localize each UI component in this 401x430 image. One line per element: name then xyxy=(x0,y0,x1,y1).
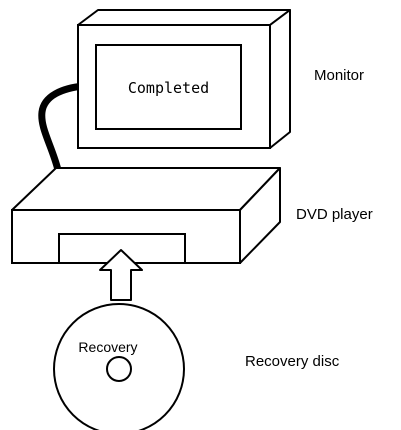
monitor-label: Monitor xyxy=(314,67,364,84)
recovery-disc: Recovery xyxy=(53,303,185,430)
recovery-disc-label: Recovery disc xyxy=(245,353,340,370)
dvd-player-top xyxy=(11,167,281,211)
monitor: Completed xyxy=(77,9,291,149)
monitor-screen xyxy=(95,44,242,130)
dvd-player xyxy=(11,167,281,264)
monitor-top xyxy=(77,9,291,26)
insert-arrow xyxy=(99,249,143,301)
cable xyxy=(38,82,88,174)
dvd-player-label: DVD player xyxy=(296,206,373,223)
monitor-screen-text: Completed xyxy=(128,79,209,97)
monitor-side xyxy=(269,9,291,149)
disc-text: Recovery xyxy=(78,339,137,355)
disc-hole xyxy=(106,356,132,382)
